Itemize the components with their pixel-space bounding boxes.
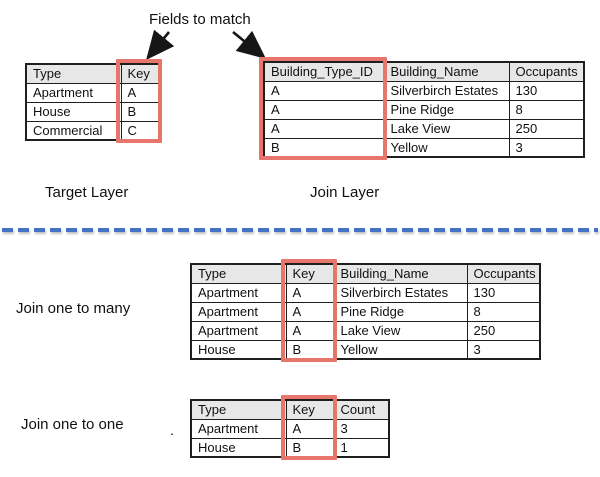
cell: A (263, 118, 385, 139)
cell: House (25, 101, 122, 122)
cell: B (263, 137, 385, 158)
cell: 8 (508, 99, 585, 120)
cell: 130 (466, 282, 541, 303)
col-header-occupants: Occupants (466, 263, 541, 284)
table-row: A Lake View 250 (263, 118, 585, 139)
cell: B (120, 101, 160, 122)
cell: A (285, 301, 335, 322)
cell: A (263, 99, 385, 120)
cell: 1 (333, 437, 390, 458)
cell: Pine Ridge (383, 99, 510, 120)
table-header-row: Type Key Count (190, 399, 390, 420)
join-one-to-many-label: Join one to many (16, 300, 131, 317)
table-row: House B 1 (190, 437, 390, 458)
cell: B (285, 437, 335, 458)
cell: 250 (508, 118, 585, 139)
stray-period-mark: . (170, 422, 174, 438)
table-row: Apartment A Pine Ridge 8 (190, 301, 541, 322)
col-header-occupants: Occupants (508, 61, 585, 82)
cell: Apartment (190, 301, 287, 322)
table-row: Apartment A Lake View 250 (190, 320, 541, 341)
cell: B (285, 339, 335, 360)
cell: 8 (466, 301, 541, 322)
col-header-count: Count (333, 399, 390, 420)
cell: Commercial (25, 120, 122, 141)
col-header-key: Key (120, 63, 160, 84)
cell: A (285, 282, 335, 303)
cell: Apartment (25, 82, 122, 103)
cell: Apartment (190, 320, 287, 341)
cell: 3 (466, 339, 541, 360)
join-one-to-one-table: Type Key Count Apartment A 3 House B 1 (190, 399, 390, 458)
table-row: Apartment A Silverbirch Estates 130 (190, 282, 541, 303)
cell: Yellow (333, 339, 468, 360)
col-header-type: Type (190, 263, 287, 284)
cell: 130 (508, 80, 585, 101)
table-header-row: Type Key Building_Name Occupants (190, 263, 541, 284)
cell: Lake View (333, 320, 468, 341)
cell: C (120, 120, 160, 141)
target-layer-table: Type Key Apartment A House B Commercial … (25, 63, 160, 141)
col-header-type: Type (190, 399, 287, 420)
col-header-building-name: Building_Name (383, 61, 510, 82)
table-row: House B Yellow 3 (190, 339, 541, 360)
cell: Silverbirch Estates (333, 282, 468, 303)
table-row: Apartment A (25, 82, 160, 103)
col-header-building-name: Building_Name (333, 263, 468, 284)
join-layer-table: Building_Type_ID Building_Name Occupants… (263, 61, 585, 158)
cell: Silverbirch Estates (383, 80, 510, 101)
col-header-building-type-id: Building_Type_ID (263, 61, 385, 82)
dashed-divider (2, 228, 598, 232)
cell: Yellow (383, 137, 510, 158)
col-header-type: Type (25, 63, 122, 84)
join-layer-label: Join Layer (310, 184, 380, 201)
table-row: A Silverbirch Estates 130 (263, 80, 585, 101)
cell: Lake View (383, 118, 510, 139)
cell: 250 (466, 320, 541, 341)
cell: 3 (333, 418, 390, 439)
table-row: Commercial C (25, 120, 160, 141)
cell: A (285, 418, 335, 439)
table-header-row: Building_Type_ID Building_Name Occupants (263, 61, 585, 82)
cell: Pine Ridge (333, 301, 468, 322)
table-row: A Pine Ridge 8 (263, 99, 585, 120)
arrow-down-right-icon (232, 30, 267, 59)
cell: Apartment (190, 282, 287, 303)
table-row: B Yellow 3 (263, 137, 585, 158)
cell: A (120, 82, 160, 103)
cell: A (263, 80, 385, 101)
table-header-row: Type Key (25, 63, 160, 84)
cell: House (190, 339, 287, 360)
cell: Apartment (190, 418, 287, 439)
target-layer-label: Target Layer (45, 184, 129, 201)
cell: A (285, 320, 335, 341)
col-header-key: Key (285, 399, 335, 420)
cell: House (190, 437, 287, 458)
arrow-down-left-icon (146, 29, 175, 61)
fields-to-match-label: Fields to match (149, 11, 251, 28)
table-row: Apartment A 3 (190, 418, 390, 439)
join-one-to-one-label: Join one to one (21, 416, 124, 433)
fields-to-match-arrows (146, 29, 267, 61)
table-row: House B (25, 101, 160, 122)
col-header-key: Key (285, 263, 335, 284)
join-one-to-many-table: Type Key Building_Name Occupants Apartme… (190, 263, 541, 360)
cell: 3 (508, 137, 585, 158)
